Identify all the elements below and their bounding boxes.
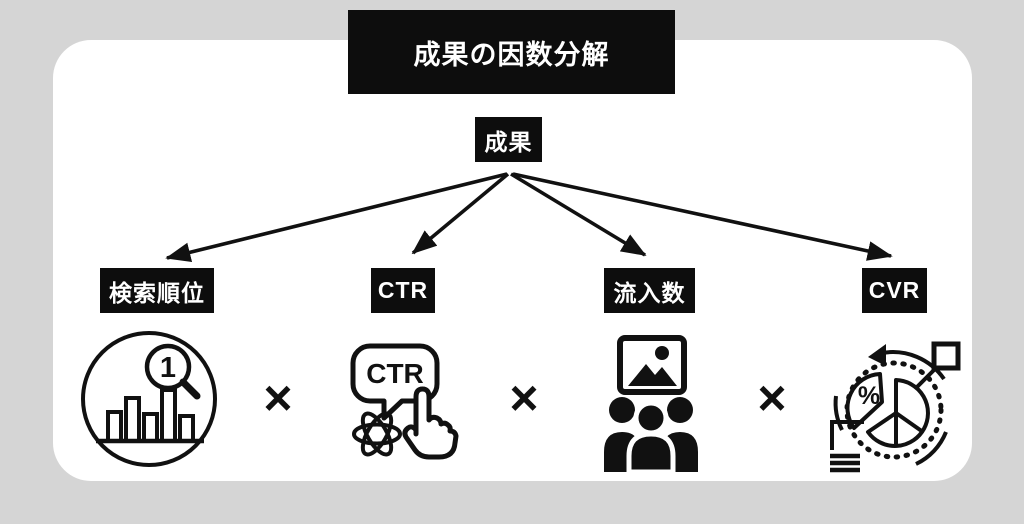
percent-label: % — [858, 382, 880, 410]
factor-node-search-rank: 検索順位 — [100, 268, 214, 313]
factor-label-cvr: CVR — [868, 277, 921, 303]
factor-node-ctr: CTR — [371, 268, 435, 313]
ctr-click-icon: CTR — [350, 343, 459, 460]
root-node: 成果 — [475, 117, 542, 162]
multiply-operator: × — [263, 370, 293, 426]
multiply-operator: × — [757, 370, 787, 426]
search-ranking-icon: 1 — [81, 331, 217, 467]
factor-label-inflow: 流入数 — [613, 279, 686, 306]
factor-node-cvr: CVR — [862, 268, 927, 313]
atom-glyph — [352, 411, 402, 457]
diagram-title: 成果の因数分解 — [348, 10, 675, 94]
factor-node-inflow: 流入数 — [604, 268, 695, 313]
ctr-bubble-label: CTR — [366, 358, 424, 389]
factor-label-search-rank: 検索順位 — [109, 279, 205, 306]
conversion-pie-icon: % — [830, 341, 961, 473]
multiply-operator: × — [509, 370, 539, 426]
root-node-label: 成果 — [484, 128, 533, 155]
rank-number-label: 1 — [160, 352, 176, 384]
pointer-hand-glyph — [402, 386, 459, 460]
diagram-card — [53, 40, 972, 481]
audience-icon — [604, 335, 698, 474]
diagram-title-label: 成果の因数分解 — [413, 39, 610, 70]
factor-label-ctr: CTR — [377, 277, 429, 303]
